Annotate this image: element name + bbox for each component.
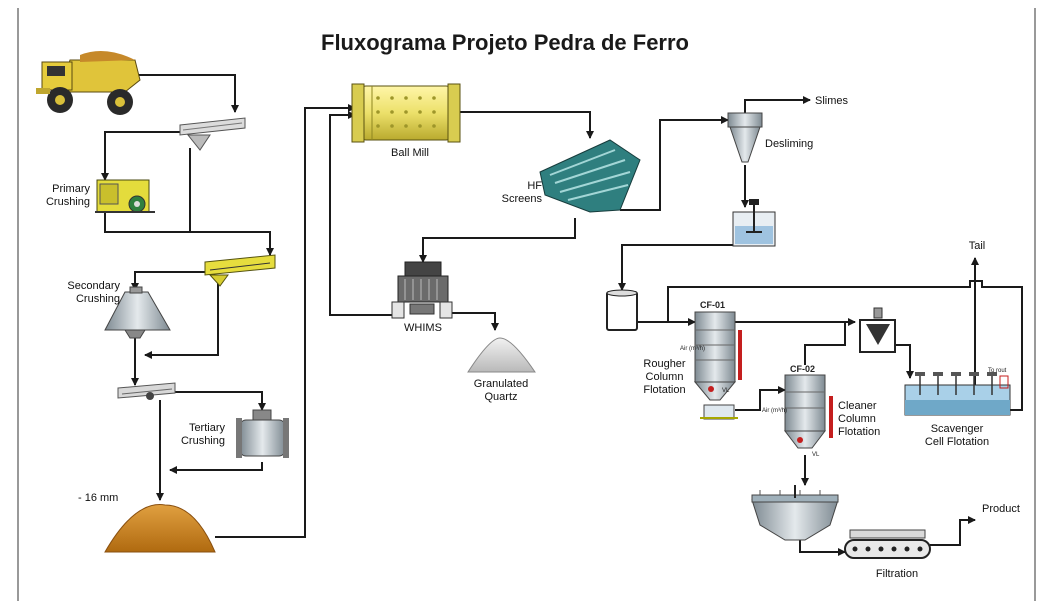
scavenger-feed-tank-icon bbox=[859, 307, 896, 353]
ore-pile-icon bbox=[104, 504, 216, 553]
scavenger-cells-icon bbox=[904, 372, 1011, 416]
flow-mill-to-hf bbox=[455, 111, 594, 139]
hf-screens-icon bbox=[539, 139, 641, 213]
label-scavenger-tag: To rout bbox=[988, 368, 1007, 374]
label-air-cleaner: Air (m³/h) bbox=[762, 408, 787, 414]
belt-filter-icon bbox=[844, 529, 931, 559]
flow-screen2-to-secondary bbox=[131, 271, 210, 291]
label-slimes: Slimes bbox=[815, 95, 849, 107]
haul-truck-icon bbox=[36, 51, 141, 115]
ball-mill-icon bbox=[351, 83, 461, 143]
flow-pile-to-mill bbox=[215, 104, 356, 538]
label-ball-mill: Ball Mill bbox=[391, 147, 429, 159]
flow-primary-to-screen2 bbox=[104, 212, 274, 256]
flow-scavenger-recycle bbox=[667, 280, 1023, 411]
desliming-cyclone-icon bbox=[727, 112, 763, 163]
label-product: Product bbox=[982, 503, 1020, 515]
label-rougher: Rougher Column Flotation bbox=[643, 358, 686, 396]
flow-screen1-to-primary bbox=[101, 131, 185, 181]
thickener-icon bbox=[751, 485, 839, 541]
conditioner-tank-icon bbox=[606, 289, 638, 331]
flow-whims-to-mill bbox=[329, 111, 395, 316]
vibrating-screen-2-icon bbox=[204, 254, 276, 287]
tertiary-crusher-icon bbox=[236, 409, 289, 458]
vibrating-screen-3-icon bbox=[117, 382, 176, 400]
flow-tank-to-conditioner bbox=[618, 244, 740, 291]
label-cleaner: Cleaner Column Flotation bbox=[838, 400, 881, 438]
secondary-crusher-icon bbox=[104, 286, 171, 339]
label-tail: Tail bbox=[968, 240, 986, 252]
label-desliming: Desliming bbox=[765, 138, 814, 150]
label-vl-rougher: VL bbox=[722, 388, 730, 394]
quartz-pile-icon bbox=[467, 337, 536, 373]
label-hf-screens: HF Screens bbox=[501, 180, 542, 205]
label-secondary-crushing: Secondary Crushing bbox=[67, 280, 120, 305]
label-cf01: CF-01 bbox=[700, 300, 725, 310]
label-tertiary-crushing: Tertiary Crushing bbox=[180, 422, 225, 447]
flow-filter-to-product bbox=[930, 516, 976, 546]
whims-icon bbox=[391, 261, 453, 319]
flow-cleaner-recycle bbox=[804, 322, 846, 365]
flow-rougher-to-cleaner bbox=[735, 386, 786, 411]
flow-slimes bbox=[744, 96, 811, 113]
label-size: - 16 mm bbox=[78, 492, 119, 504]
label-primary-crushing: Primary Crushing bbox=[45, 183, 90, 208]
label-scavenger: Scavenger Cell Flotation bbox=[924, 423, 990, 448]
label-cf02: CF-02 bbox=[790, 364, 815, 374]
flow-screen3-to-tertiary bbox=[170, 391, 266, 411]
flow-screen2-under bbox=[144, 282, 219, 359]
agitation-tank-icon bbox=[732, 199, 776, 247]
vibrating-screen-1-icon bbox=[179, 117, 246, 151]
flow-lines bbox=[101, 74, 1023, 556]
flow-tertiary-return bbox=[169, 462, 263, 474]
primary-crusher-icon bbox=[95, 179, 155, 213]
label-granulated-quartz: Granulated Quartz bbox=[473, 378, 529, 403]
diagram-title: Fluxograma Projeto Pedra de Ferro bbox=[321, 30, 689, 55]
label-whims: WHIMS bbox=[404, 322, 442, 334]
label-vl-cleaner: VL bbox=[812, 452, 820, 458]
flow-whims-to-quartz bbox=[450, 312, 499, 331]
label-filtration: Filtration bbox=[875, 568, 919, 580]
flow-truck-to-screen bbox=[130, 74, 239, 113]
flow-thickener-to-filter bbox=[799, 540, 846, 556]
cleaner-column-icon bbox=[783, 374, 833, 449]
flow-hf-to-whims bbox=[419, 218, 576, 263]
label-air-rougher: Air (m³/h) bbox=[680, 346, 705, 352]
rougher-column-icon bbox=[693, 311, 742, 420]
flow-hf-to-desliming bbox=[620, 116, 729, 211]
